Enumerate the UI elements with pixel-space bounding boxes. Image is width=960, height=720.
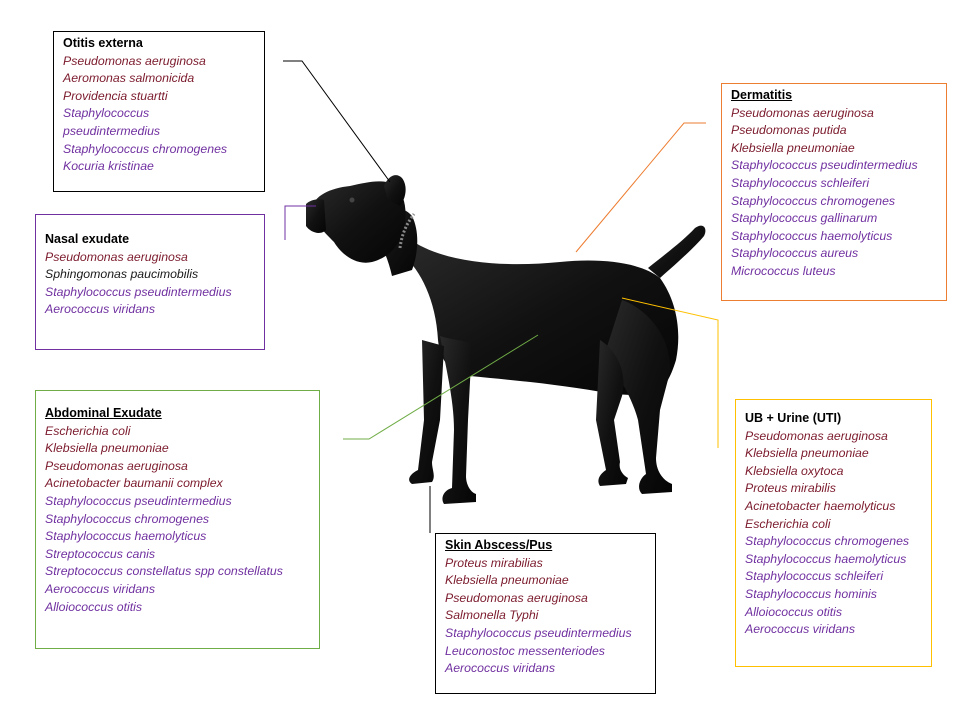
organism-item: Klebsiella pneumoniae [731, 140, 855, 155]
dermatitis-title: Dermatitis [731, 88, 793, 102]
organism-item: Klebsiella pneumoniae [45, 441, 169, 456]
abdominal-connector [343, 334, 539, 440]
organism-item: Staphylococcus hominis [745, 586, 877, 601]
uti-title: UB + Urine (UTI) [745, 411, 842, 425]
organism-item: Pseudomonas aeruginosa [445, 590, 588, 605]
otitis-externa-title: Otitis externa [63, 36, 143, 50]
organism-item: Staphylococcus haemolyticus [731, 228, 893, 243]
organism-item: Staphylococcus haemolyticus [45, 529, 207, 544]
organism-item: Proteus mirabilis [745, 481, 836, 496]
organism-item: Aerococcus viridans [45, 581, 156, 596]
organism-item: Proteus mirabilias [445, 555, 543, 570]
organism-item: Pseudomonas putida [731, 123, 847, 138]
organism-item: Streptococcus constellatus spp constella… [45, 564, 283, 579]
organism-item: Acinetobacter baumanii complex [45, 476, 223, 491]
organism-item: Klebsiella oxytoca [745, 463, 844, 478]
organism-item: pseudintermedius [63, 123, 161, 138]
organism-item: Providencia stuartti [63, 88, 168, 103]
skin-abscess-title: Skin Abscess/Pus [445, 538, 553, 552]
uti-connector [621, 297, 719, 448]
organism-item: Alloiococcus otitis [745, 604, 843, 619]
organism-item: Staphylococcus schleiferi [745, 569, 884, 584]
organism-item: Micrococcus luteus [731, 263, 836, 278]
organism-item: Klebsiella pneumoniae [745, 446, 869, 461]
organism-item: Staphylococcus pseudintermedius [731, 158, 918, 173]
organism-item: Pseudomonas aeruginosa [731, 105, 874, 120]
organism-item: Escherichia coli [45, 423, 131, 438]
organism-item: Escherichia coli [745, 516, 831, 531]
organism-item: Staphylococcus chromogenes [63, 141, 228, 156]
otitis-connector [283, 60, 391, 183]
dermatitis-connector [575, 122, 706, 253]
organism-item: Staphylococcus haemolyticus [745, 551, 907, 566]
organism-item: Staphylococcus [63, 106, 150, 121]
organism-item: Staphylococcus schleiferi [731, 175, 870, 190]
organism-item: Staphylococcus pseudintermedius [45, 284, 232, 299]
organism-item: Pseudomonas aeruginosa [45, 458, 188, 473]
organism-item: Aerococcus viridans [445, 661, 556, 676]
nasal-exudate-title: Nasal exudate [45, 232, 130, 246]
organism-item: Pseudomonas aeruginosa [63, 53, 206, 68]
organism-item: Staphylococcus pseudintermedius [45, 493, 232, 508]
nasal-connector [284, 205, 316, 240]
organism-item: Aerococcus viridans [745, 622, 856, 637]
abdominal-exudate-title: Abdominal Exudate [45, 406, 162, 420]
organism-item: Aeromonas salmonicida [63, 71, 195, 86]
organism-item: Staphylococcus chromogenes [745, 534, 910, 549]
organism-item: Staphylococcus pseudintermedius [445, 625, 632, 640]
organism-item: Alloiococcus otitis [45, 599, 143, 614]
organism-item: Staphylococcus chromogenes [45, 511, 210, 526]
organism-item: Sphingomonas paucimobilis [45, 267, 199, 282]
organism-item: Acinetobacter haemolyticus [745, 498, 896, 513]
organism-item: Staphylococcus chromogenes [731, 193, 896, 208]
organism-item: Aerococcus viridans [45, 302, 156, 317]
organism-item: Staphylococcus aureus [731, 246, 859, 261]
organism-item: Pseudomonas aeruginosa [45, 249, 188, 264]
organism-item: Streptococcus canis [45, 546, 156, 561]
organism-item: Pseudomonas aeruginosa [745, 428, 888, 443]
organism-item: Leuconostoc messenteriodes [445, 643, 605, 658]
organism-item: Staphylococcus gallinarum [731, 211, 878, 226]
organism-item: Klebsiella pneumoniae [445, 573, 569, 588]
organism-item: Kocuria kristinae [63, 159, 154, 174]
organism-item: Salmonella Typhi [445, 608, 539, 623]
